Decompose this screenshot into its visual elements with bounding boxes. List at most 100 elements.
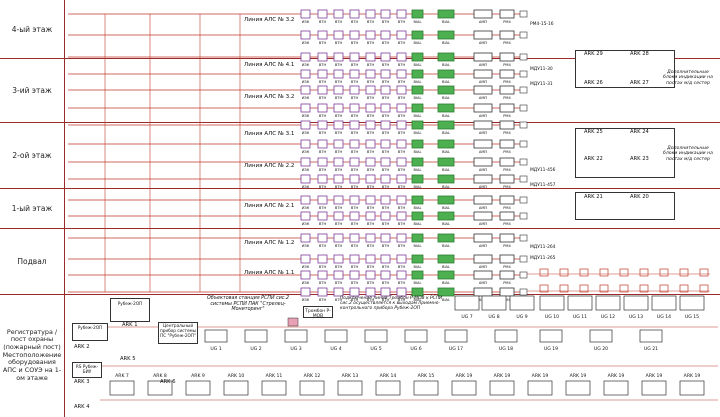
- device-label: ВТН: [398, 96, 406, 100]
- device-symbol: [349, 287, 360, 297]
- ark-bottom-box: [565, 380, 591, 396]
- rs-label: RS Рубеж-БИУ: [75, 364, 99, 374]
- device-label: ВТН: [382, 96, 390, 100]
- device-symbol: [411, 270, 424, 280]
- device-symbol: [333, 103, 344, 113]
- device-label: ВТН: [382, 41, 390, 45]
- device-symbol: [317, 52, 328, 62]
- ark-bottom-box: [147, 380, 173, 396]
- device-label: ВТН: [319, 41, 327, 45]
- device-symbol: [333, 254, 344, 264]
- device-symbol: [396, 85, 407, 95]
- device-label: BIAL: [442, 168, 450, 172]
- device-label: ИЗК: [302, 265, 310, 269]
- device-symbol: [349, 174, 360, 184]
- device-label: ВТН: [382, 80, 390, 84]
- device-label: BIAL: [414, 206, 422, 210]
- device-symbol: [333, 69, 344, 79]
- device-label: АМП: [479, 80, 488, 84]
- terminal-symbol: [519, 53, 528, 61]
- device-symbol: [380, 157, 391, 167]
- device-symbol: [300, 85, 311, 95]
- ark-label: ARK 2: [74, 344, 90, 350]
- ug-device-box: [509, 295, 535, 311]
- device-symbol: [411, 85, 424, 95]
- device-label: BIAL: [442, 222, 450, 226]
- device-label: АМП: [479, 114, 488, 118]
- ug-label: UG 1: [210, 346, 221, 352]
- device-label: ВТН: [382, 222, 390, 226]
- device-symbol: [473, 211, 493, 221]
- floor-divider: [0, 58, 720, 59]
- device-label: ВТН: [351, 20, 359, 24]
- device-symbol: [380, 139, 391, 149]
- device-label: ВТН: [335, 222, 343, 226]
- als-line-label: Линия АЛС № 3.2: [244, 94, 295, 100]
- device-symbol: [411, 30, 424, 40]
- device-symbol: [317, 270, 328, 280]
- floor-label-3: 3-ий этаж: [12, 85, 52, 95]
- device-label: ВТН: [382, 63, 390, 67]
- device-symbol: [300, 157, 311, 167]
- device-label: ВТН: [351, 63, 359, 67]
- ug-device-box: [539, 329, 563, 343]
- device-symbol: [300, 254, 311, 264]
- device-label: РМ4: [503, 96, 511, 100]
- device-symbol: [579, 284, 589, 293]
- device-label: ВТН: [319, 244, 327, 248]
- device-symbol: [473, 157, 493, 167]
- ark-bottom-label: ARK 11: [266, 373, 283, 379]
- ark-label: ARK 23: [630, 156, 649, 162]
- terminal-symbol: [519, 271, 528, 279]
- ark-label: ARK 27: [630, 80, 649, 86]
- terminal-symbol: [519, 104, 528, 112]
- device-symbol: [333, 287, 344, 297]
- device-label: BIAL: [414, 114, 422, 118]
- device-label: ВТН: [335, 114, 343, 118]
- ark-bottom-box: [223, 380, 249, 396]
- device-label: BIAL: [442, 206, 450, 210]
- floor-divider: [0, 122, 720, 123]
- ark-label: ARK 3: [74, 379, 90, 385]
- device-symbol: [499, 9, 515, 19]
- device-symbol: [300, 270, 311, 280]
- device-symbol: [317, 287, 328, 297]
- device-symbol: [349, 157, 360, 167]
- device-label: ВТН: [382, 114, 390, 118]
- device-symbol: [411, 139, 424, 149]
- device-label: ВТН: [367, 265, 375, 269]
- als-line-label: Линия АЛС № 3.1: [244, 131, 295, 137]
- device-label: ВТН: [319, 206, 327, 210]
- device-label: ИЗК: [302, 185, 310, 189]
- device-symbol: [317, 233, 328, 243]
- device-symbol: [380, 69, 391, 79]
- device-label: BIAL: [414, 150, 422, 154]
- device-symbol: [411, 157, 424, 167]
- device-label: ВТН: [319, 131, 327, 135]
- als-line-label: Линия АЛС № 4.1: [244, 62, 295, 68]
- device-symbol: [396, 174, 407, 184]
- device-symbol: [349, 139, 360, 149]
- central-panel-box: [158, 322, 198, 344]
- line-end-label: МДУ11-457: [530, 183, 556, 188]
- device-label: РМ4: [503, 168, 511, 172]
- device-label: АМП: [479, 131, 488, 135]
- ark-bottom-box: [603, 380, 629, 396]
- device-symbol: [396, 157, 407, 167]
- ark-bottom-box: [109, 380, 135, 396]
- device-symbol: [679, 268, 689, 277]
- ug-label: UG 19: [544, 346, 558, 352]
- device-symbol: [437, 103, 455, 113]
- device-label: РМ4: [503, 63, 511, 67]
- terminal-symbol: [519, 31, 528, 39]
- device-label: ИЗК: [302, 298, 310, 302]
- floor-divider: [0, 188, 720, 189]
- floor-label-2: 2-ой этаж: [12, 150, 52, 160]
- device-label: ВТН: [351, 244, 359, 248]
- device-symbol: [349, 85, 360, 95]
- device-label: ВТН: [335, 150, 343, 154]
- device-symbol: [437, 211, 455, 221]
- ark-bottom-box: [185, 380, 211, 396]
- trombon-label: Тромбон Р-МОВ: [305, 309, 331, 320]
